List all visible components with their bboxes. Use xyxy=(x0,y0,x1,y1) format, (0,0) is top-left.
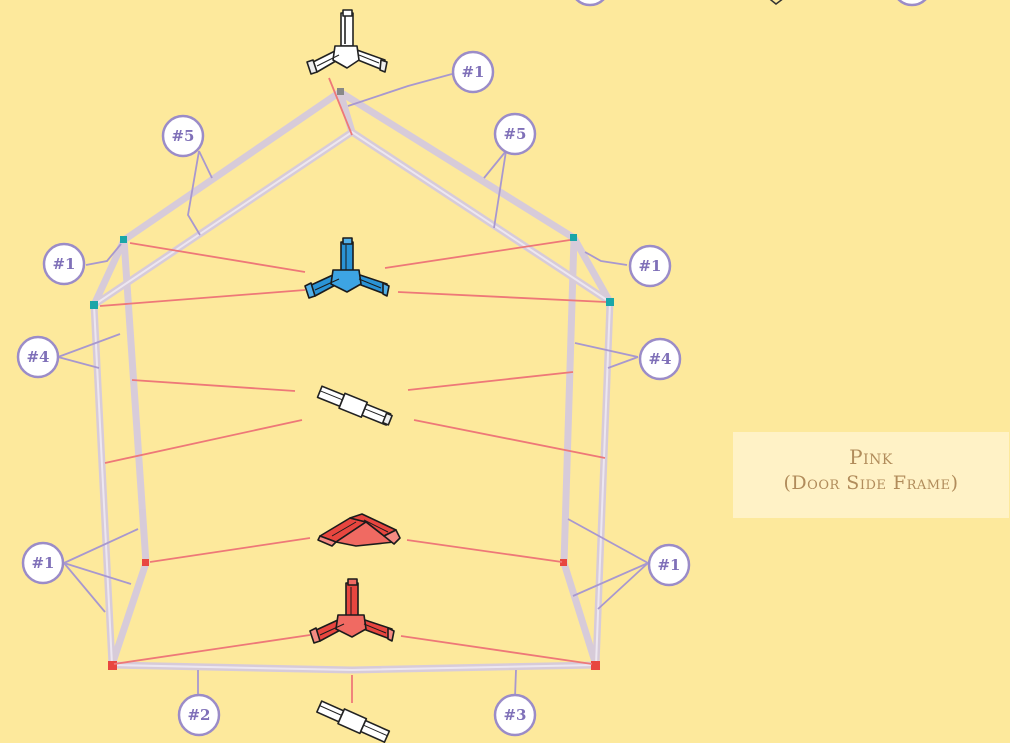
callout-right-lower-1: #1 xyxy=(647,543,691,587)
callout-left-4: #4 xyxy=(16,335,60,379)
white-straight-connector-icon xyxy=(316,385,393,426)
svg-text:#4: #4 xyxy=(26,348,49,366)
svg-text:#5: #5 xyxy=(503,125,526,143)
frame-nodes xyxy=(90,88,614,670)
callout-leader-lines xyxy=(57,73,649,698)
callout-left-5: #5 xyxy=(161,114,205,158)
caption-color: Pink xyxy=(849,445,893,469)
svg-text:#2: #2 xyxy=(187,706,210,724)
callout-right-5: #5 xyxy=(493,112,537,156)
svg-text:#3: #3 xyxy=(503,706,526,724)
callout-right-upper-1: #1 xyxy=(628,244,672,288)
clipped-top-elements xyxy=(575,0,927,7)
frame-caption: Pink (Door Side Frame) xyxy=(733,432,1009,518)
callout-top-right-1: #1 xyxy=(451,50,495,94)
blue-3way-connector-icon xyxy=(304,237,390,299)
svg-text:#5: #5 xyxy=(171,127,194,145)
svg-text:#1: #1 xyxy=(638,257,661,275)
caption-description: (Door Side Frame) xyxy=(783,472,959,494)
callout-right-4: #4 xyxy=(638,337,682,381)
callout-left-lower-1: #1 xyxy=(21,541,65,585)
svg-text:#4: #4 xyxy=(648,350,671,368)
svg-text:#1: #1 xyxy=(657,556,680,574)
frame xyxy=(90,88,614,674)
callout-left-upper-1: #1 xyxy=(42,242,86,286)
white-3way-connector-icon xyxy=(306,9,388,75)
white-straight-connector-icon xyxy=(316,700,391,743)
svg-text:#1: #1 xyxy=(52,255,75,273)
callout-bottom-2: #2 xyxy=(177,693,221,737)
red-3way-connector-icon xyxy=(309,578,395,644)
svg-text:#1: #1 xyxy=(461,63,484,81)
red-corner-connector-icon xyxy=(317,513,401,547)
callout-bottom-3: #3 xyxy=(493,693,537,737)
svg-text:#1: #1 xyxy=(31,554,54,572)
connector-leader-lines xyxy=(99,77,607,703)
